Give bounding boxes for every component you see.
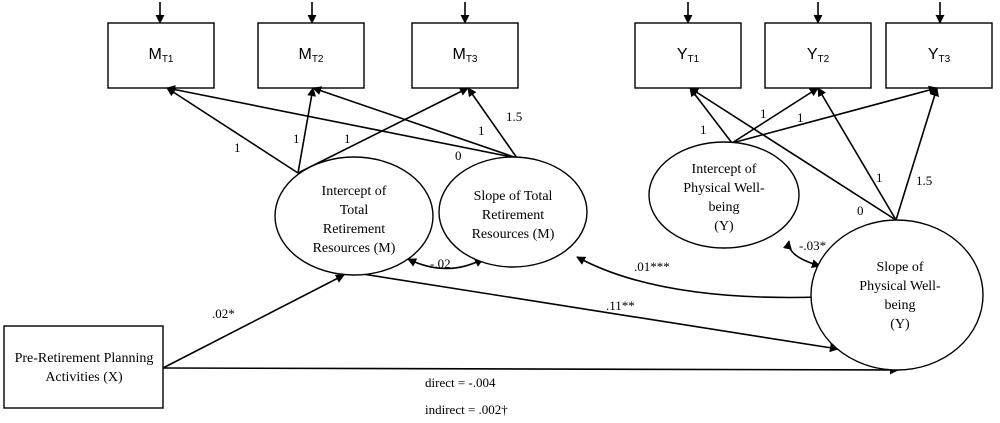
loading-label-slope-m-t2: 1 [478, 123, 485, 138]
latent-ellipse [274, 156, 434, 276]
latent-label-line: Resources (M) [313, 241, 396, 256]
predictor-x: Pre-Retirement Planning Activities (X) [3, 325, 164, 409]
loading-label-slope-m-t1: 0 [455, 148, 462, 163]
indicator-label: YT2 [807, 46, 830, 65]
estimate-labels: -.02 .01*** -.03* .02* .11** direct = -.… [212, 238, 826, 417]
indicator-yt3: YT3 [885, 22, 993, 89]
loading-arrow-slope-m-t2 [312, 86, 518, 159]
latent-label-line: Intercept of [692, 162, 757, 177]
loading-arrow-intercept-m-t1 [166, 87, 299, 174]
loading-label-intercept-y-t2: 1 [760, 106, 767, 121]
latent-label-line: (Y) [714, 219, 734, 234]
loading-label-intercept-y-t3: 1 [797, 110, 804, 125]
indicator-mt3: MT3 [411, 22, 519, 89]
latent-label-line: Retirement [323, 222, 385, 237]
covariance-label-slope-m-slope-y: .01*** [634, 259, 670, 274]
latent-ellipse [438, 156, 588, 268]
indicator-label: MT2 [299, 46, 324, 65]
indicator-box [885, 22, 993, 89]
loading-label-intercept-m-t1: 1 [234, 140, 241, 155]
latent-label-line: Resources (M) [472, 227, 555, 242]
loading-arrow-slope-m-t1 [166, 85, 518, 159]
indicator-box [107, 22, 215, 89]
latent-slope-y: Slope of Physical Well- being (Y) [810, 219, 984, 371]
loading-arrow-intercept-m-t2 [297, 87, 317, 174]
residual-arrows [155, 2, 945, 24]
path-arrow-x-to-intercept-m [162, 274, 345, 369]
predictor-label-line: Activities (X) [45, 370, 123, 385]
indicator-yt2: YT2 [764, 22, 872, 89]
loadings-slope-y [689, 87, 939, 221]
indicator-label: YT3 [928, 46, 951, 65]
latent-label-line: Slope of Total [474, 189, 553, 204]
latent-intercept-m: Intercept of Total Retirement Resources … [274, 156, 434, 276]
path-label-intercept-m-to-slope-y: .11** [606, 298, 635, 313]
loading-arrow-intercept-y-t1 [689, 87, 733, 144]
latent-slope-m: Slope of Total Retirement Resources (M) [438, 156, 588, 268]
latent-label-line: Physical Well- [859, 279, 941, 294]
indicator-mt1: MT1 [107, 22, 215, 89]
loading-arrow-slope-m-t3 [467, 87, 518, 159]
structural-paths [162, 272, 899, 375]
indicator-box [764, 22, 872, 89]
indirect-effect-label: indirect = .002† [425, 402, 508, 417]
covariance-arcs [407, 240, 821, 302]
latent-ellipse [648, 141, 800, 249]
covariance-label-intercept-y-slope-y: -.03* [799, 238, 826, 253]
path-arrow-x-to-slope-y [162, 365, 899, 375]
covariance-arc-slope-m-slope-y [576, 256, 821, 302]
indicator-mt2: MT2 [257, 22, 365, 89]
latent-label-line: Intercept of [322, 184, 387, 199]
loading-arrow-intercept-y-t2 [731, 87, 819, 144]
loading-label-intercept-m-t3: 1 [344, 131, 351, 146]
loading-label-intercept-m-t2: 1 [293, 131, 300, 146]
loading-label-slope-y-t3: 1.5 [916, 173, 932, 188]
indicator-label: MT1 [149, 46, 174, 65]
latent-label-line: Physical Well- [683, 181, 765, 196]
indicator-label: YT1 [677, 46, 700, 65]
indicator-box [634, 22, 742, 89]
latent-label-line: (Y) [890, 317, 910, 332]
latent-label-line: Slope of [876, 260, 923, 275]
path-arrow-intercept-m-to-slope-y [355, 272, 839, 353]
loading-labels: 1 1 1 0 1 1.5 1 1 1 0 1 1.5 [234, 106, 932, 218]
latent-label-line: being [708, 200, 739, 215]
latent-intercept-y: Intercept of Physical Well- being (Y) [648, 141, 800, 249]
latent-ellipse [810, 219, 984, 371]
loading-label-slope-m-t3: 1.5 [506, 109, 522, 124]
latent-label-line: Retirement [482, 208, 544, 223]
loading-label-slope-y-t1: 0 [857, 203, 864, 218]
loadings-intercept-m [166, 87, 469, 174]
indicator-yt1: YT1 [634, 22, 742, 89]
direct-effect-label: direct = -.004 [425, 375, 496, 390]
loading-label-slope-y-t2: 1 [876, 170, 883, 185]
predictor-box [3, 325, 164, 409]
loading-arrow-slope-y-t3 [895, 87, 939, 221]
covariance-arc-intercept-m-slope-m [407, 258, 484, 270]
covariance-label-intercept-m-slope-m: -.02 [430, 256, 451, 271]
loading-arrow-slope-y-t2 [817, 87, 897, 221]
path-label-x-to-intercept-m: .02* [212, 306, 235, 321]
latent-label-line: being [884, 298, 915, 313]
loadings-intercept-y [689, 85, 938, 144]
loading-label-intercept-y-t1: 1 [700, 122, 707, 137]
predictor-label-line: Pre-Retirement Planning [15, 351, 154, 366]
covariance-arc-intercept-y-slope-y [783, 240, 821, 269]
indicator-label: MT3 [453, 46, 478, 65]
loading-arrow-slope-y-t1 [689, 87, 897, 221]
latent-label-line: Total [340, 203, 369, 218]
loadings-slope-m [166, 85, 518, 159]
